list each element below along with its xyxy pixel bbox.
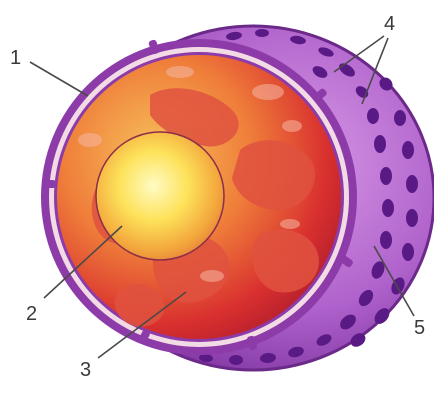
label-3: 3 xyxy=(80,359,91,381)
leader-line-1 xyxy=(30,62,88,96)
label-2: 2 xyxy=(26,303,37,325)
label-4: 4 xyxy=(384,13,395,35)
label-1: 1 xyxy=(10,47,21,69)
label-5: 5 xyxy=(414,317,425,339)
nucleolus xyxy=(96,132,224,260)
